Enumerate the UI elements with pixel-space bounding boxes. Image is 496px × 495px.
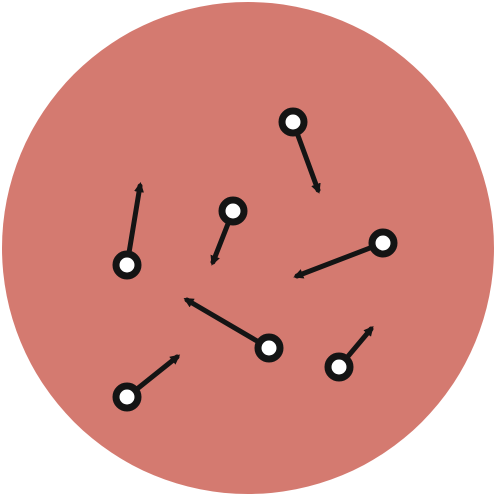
vector-origin-node [112,382,142,412]
vector-origin-node [324,352,354,382]
vector-7 [112,354,181,412]
vector-arrow [133,354,181,393]
vector-origin-node [278,107,308,137]
vector-arrow [126,182,144,257]
vector-arrow [294,129,321,194]
vector-origin-node [254,333,284,363]
vector-6 [324,325,374,382]
vector-arrow [210,218,232,266]
vector-3 [112,182,144,280]
vector-arrow [343,325,374,362]
vector-origin-node [218,196,248,226]
vector-1 [278,107,321,194]
vectors-layer [112,107,398,412]
vector-origin-node [112,250,142,280]
vector-arrow [293,244,376,279]
vector-2 [210,196,248,266]
vector-4 [293,228,398,279]
vector-origin-node [368,228,398,258]
vector-arrow [183,297,263,345]
vector-5 [183,297,284,363]
